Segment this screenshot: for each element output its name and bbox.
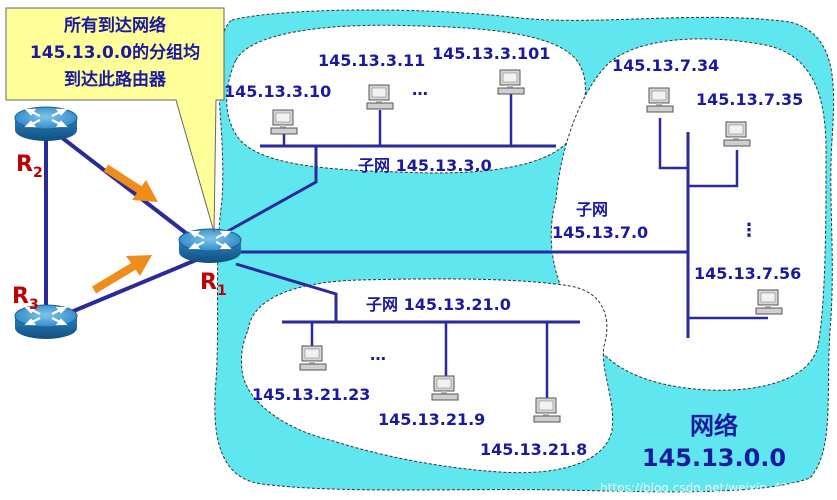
host-label: 145.13.21.9 <box>378 410 485 429</box>
subnet-21-label: 子网 145.13.21.0 <box>366 295 511 314</box>
ellipsis: … <box>370 345 386 364</box>
subnet-7-label-line-2: 145.13.7.0 <box>552 223 648 242</box>
link-r1-subnet21 <box>235 262 338 322</box>
host-label: 145.13.7.34 <box>612 56 719 75</box>
subnet-7-label-line-1: 子网 <box>576 200 608 219</box>
host-label: 145.13.3.10 <box>224 82 331 101</box>
callout-box <box>5 7 225 233</box>
network-label-line-1: 网络 <box>690 412 738 440</box>
router-r3-label: R3 <box>12 284 39 313</box>
link-r1-subnet3 <box>211 146 318 242</box>
callout-line-1: 所有到达网络 <box>64 15 166 36</box>
callout-line-2: 145.13.0.0的分组均 <box>30 42 200 63</box>
host-label: 145.13.7.56 <box>694 264 801 283</box>
host-145-13-21-23-computer-icon <box>299 345 327 371</box>
arrow-r3-to-r1-icon <box>91 255 152 294</box>
callout-line-3: 到达此路由器 <box>64 69 167 90</box>
router-r2-label: R2 <box>16 152 43 181</box>
watermark: https://blog.csdn.net/weixin_43661504 <box>600 481 834 495</box>
router-r3-icon <box>13 303 79 341</box>
subnet-21-cloud <box>241 278 614 474</box>
host-label: 145.13.3.11 <box>318 51 425 70</box>
network-label-line-2: 145.13.0.0 <box>642 444 786 472</box>
router-r1-icon <box>177 227 243 265</box>
host-label: 145.13.21.8 <box>480 440 587 459</box>
link-r2-r1 <box>50 128 210 252</box>
host-145-13-21-9-computer-icon <box>431 375 459 401</box>
router-r2-icon <box>13 105 79 143</box>
host-145-13-7-56-computer-icon <box>755 289 783 315</box>
host-label: 145.13.7.35 <box>696 90 803 109</box>
host-145-13-3-10-computer-icon <box>270 109 298 135</box>
host-145-13-3-101-computer-icon <box>497 69 525 95</box>
host-145-13-7-34-computer-icon <box>646 87 674 113</box>
link-r3-r1 <box>51 253 209 322</box>
router-r1-label: R1 <box>200 270 227 299</box>
ellipsis: … <box>412 80 428 99</box>
host-label: 145.13.21.23 <box>252 385 370 404</box>
host-145-13-7-35-computer-icon <box>723 121 751 147</box>
host-145-13-21-8-computer-icon <box>533 397 561 423</box>
host-label: 145.13.3.101 <box>432 44 550 63</box>
ellipsis: ⋮ <box>740 220 758 241</box>
subnet-3-label: 子网 145.13.3.0 <box>358 156 492 175</box>
arrow-r2-to-r1-icon <box>103 164 158 202</box>
host-145-13-3-11-computer-icon <box>366 84 394 110</box>
